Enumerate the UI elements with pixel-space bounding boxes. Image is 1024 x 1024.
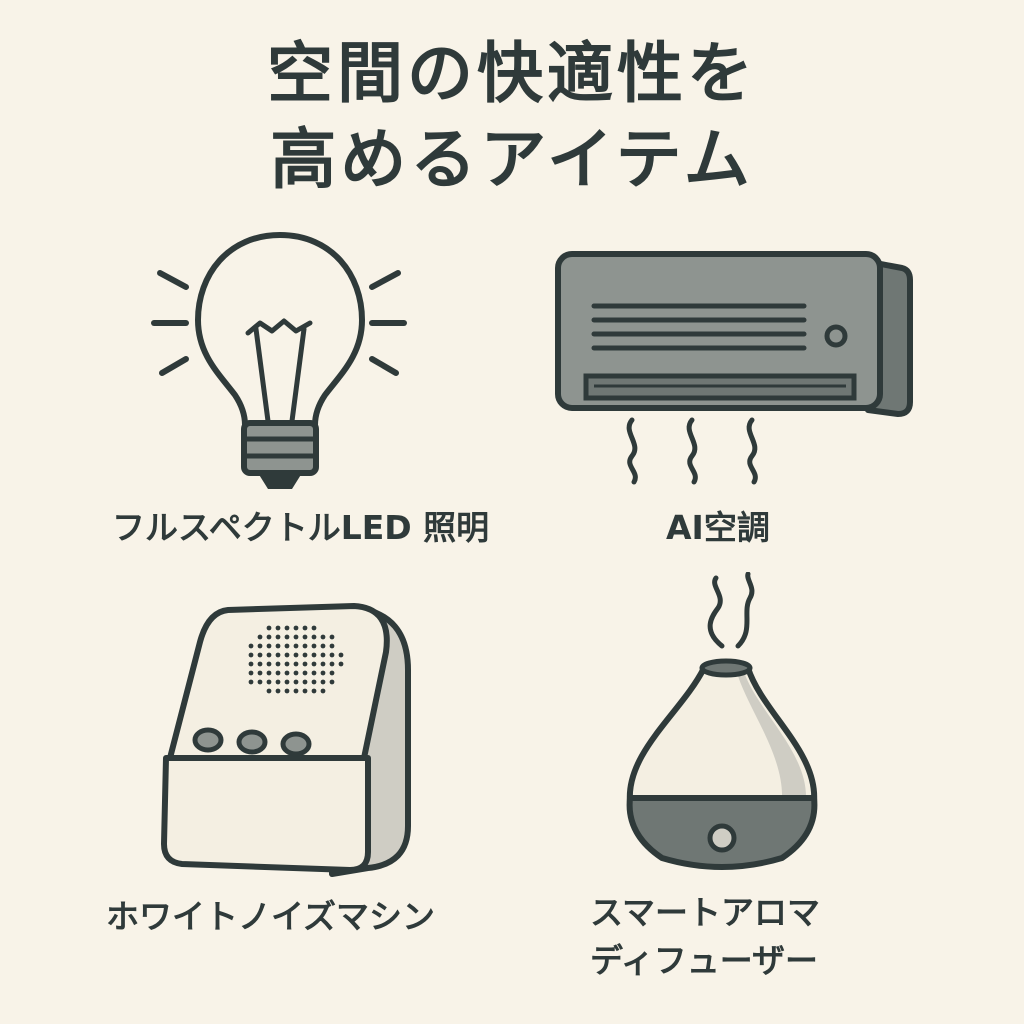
title-line-1: 空間の快適性を [267, 35, 757, 112]
light-bulb-icon [151, 232, 407, 489]
caption-ai-air-conditioner: AI空調 [666, 508, 770, 547]
title-line-2: 高めるアイテム [270, 121, 754, 198]
air-conditioner-icon [555, 251, 913, 485]
white-noise-machine-icon [161, 603, 411, 877]
aroma-diffuser-icon [626, 572, 818, 870]
caption-white-noise-machine: ホワイトノイズマシン [106, 897, 436, 936]
caption-led-lighting: フルスペクトルLED 照明 [112, 508, 490, 547]
caption-aroma-diffuser-line-1: スマートアロマ [590, 893, 821, 932]
caption-aroma-diffuser-line-2: ディフューザー [590, 941, 819, 980]
